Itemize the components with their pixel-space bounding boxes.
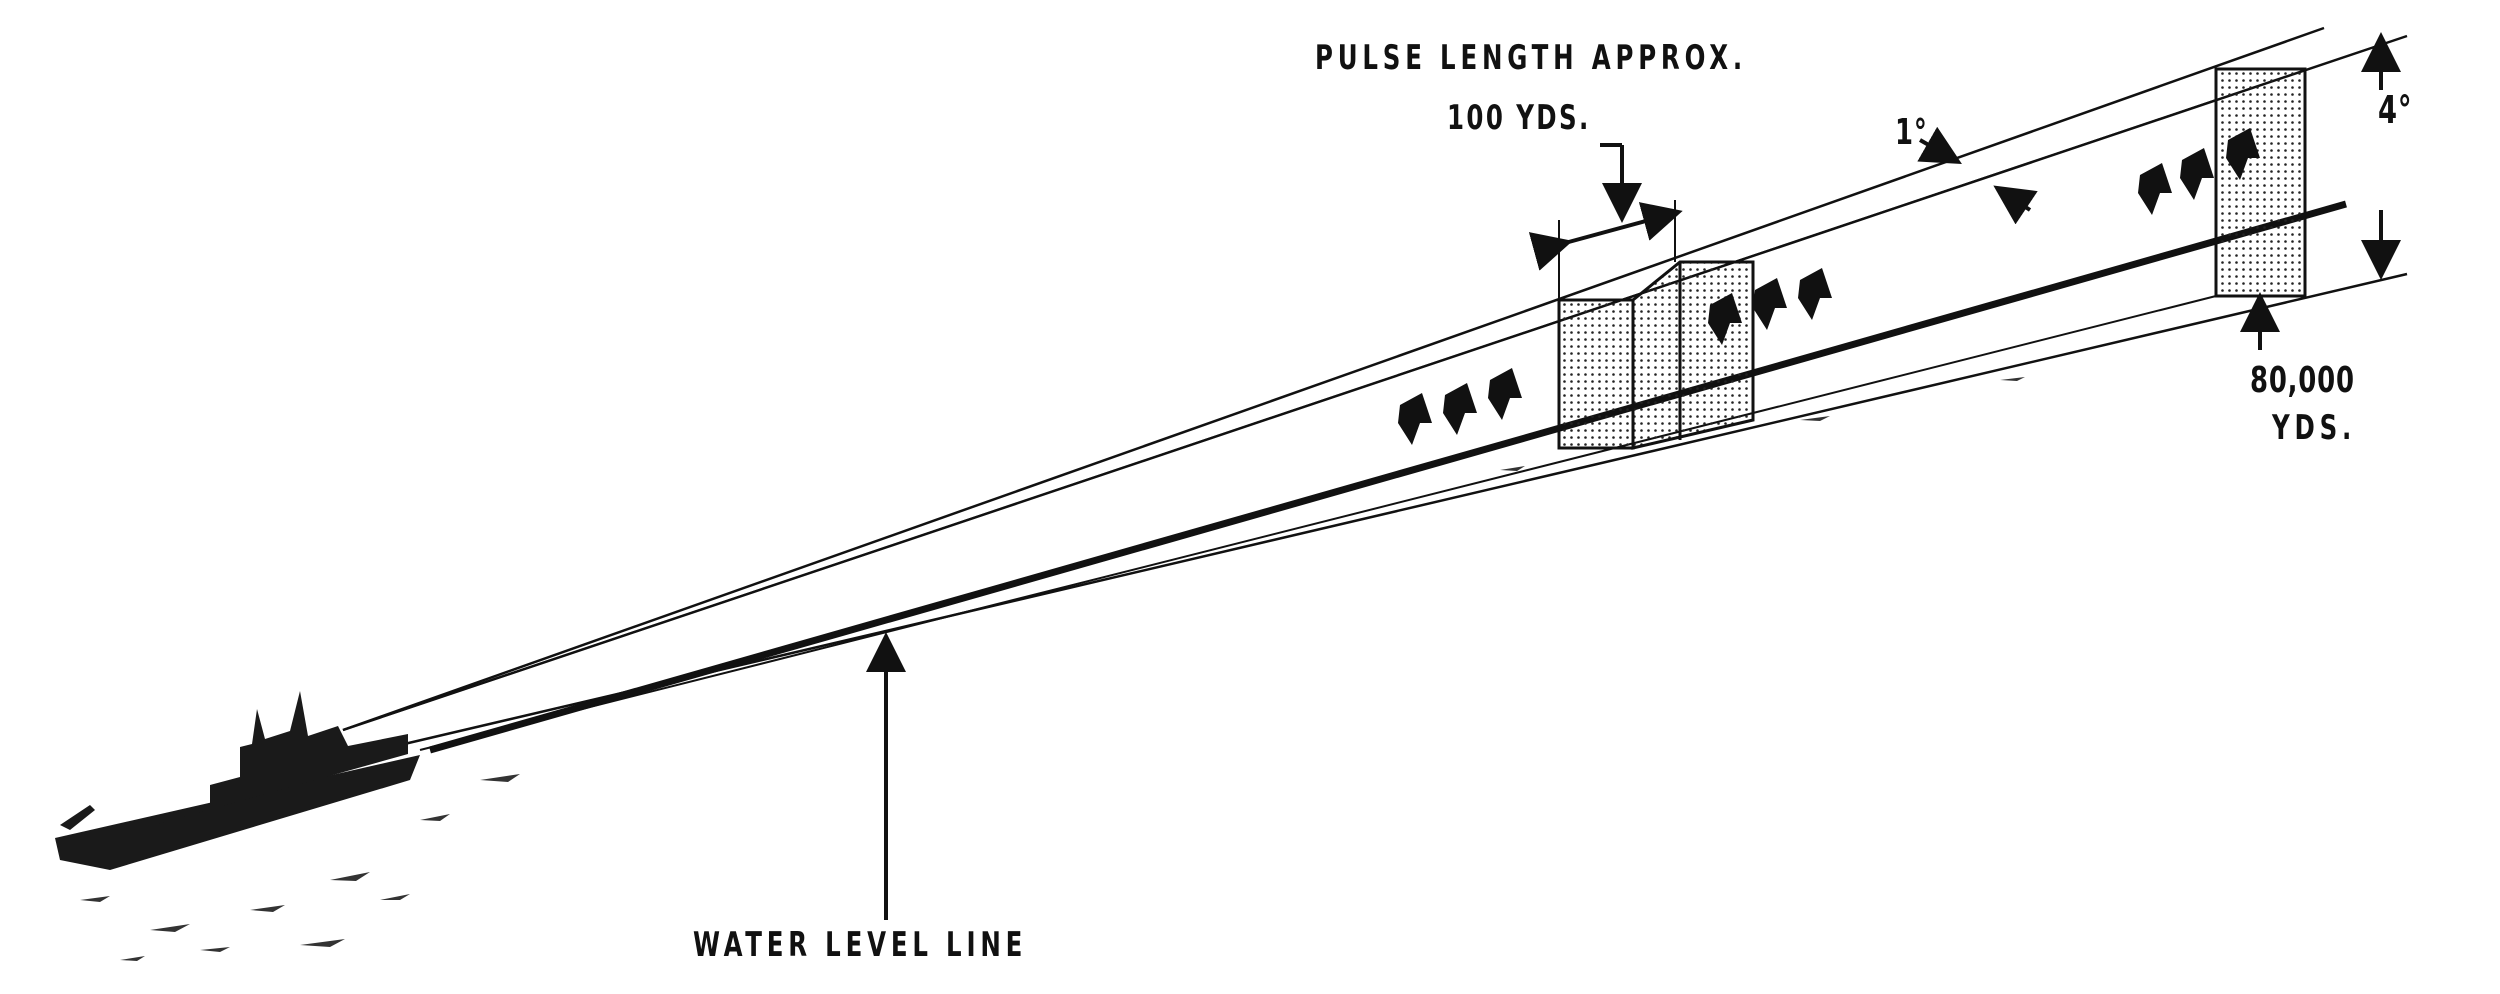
beam-width-label: 1° [1895, 112, 1928, 153]
sea-texture [80, 377, 2025, 961]
dimension-arrows [866, 32, 2401, 920]
beam-lines [342, 26, 2408, 754]
pulse-distance-label: 100 YDS. [1447, 98, 1591, 138]
beam-height-label: 4° [2378, 88, 2413, 132]
water-level-label: WATER LEVEL LINE [693, 925, 1028, 965]
pulse-length-arrow [1528, 202, 1683, 271]
range-unit-label: YDS. [2272, 408, 2357, 448]
range-value-label: 80,000 [2250, 360, 2355, 401]
battleship [55, 691, 420, 870]
water-level-line [429, 200, 2347, 754]
beam-width-arrow [1917, 126, 1962, 164]
pulse-volume-far [2214, 67, 2307, 298]
aircraft-targets [1398, 128, 2260, 445]
pulse-length-label: PULSE LENGTH APPROX. [1315, 38, 1747, 78]
